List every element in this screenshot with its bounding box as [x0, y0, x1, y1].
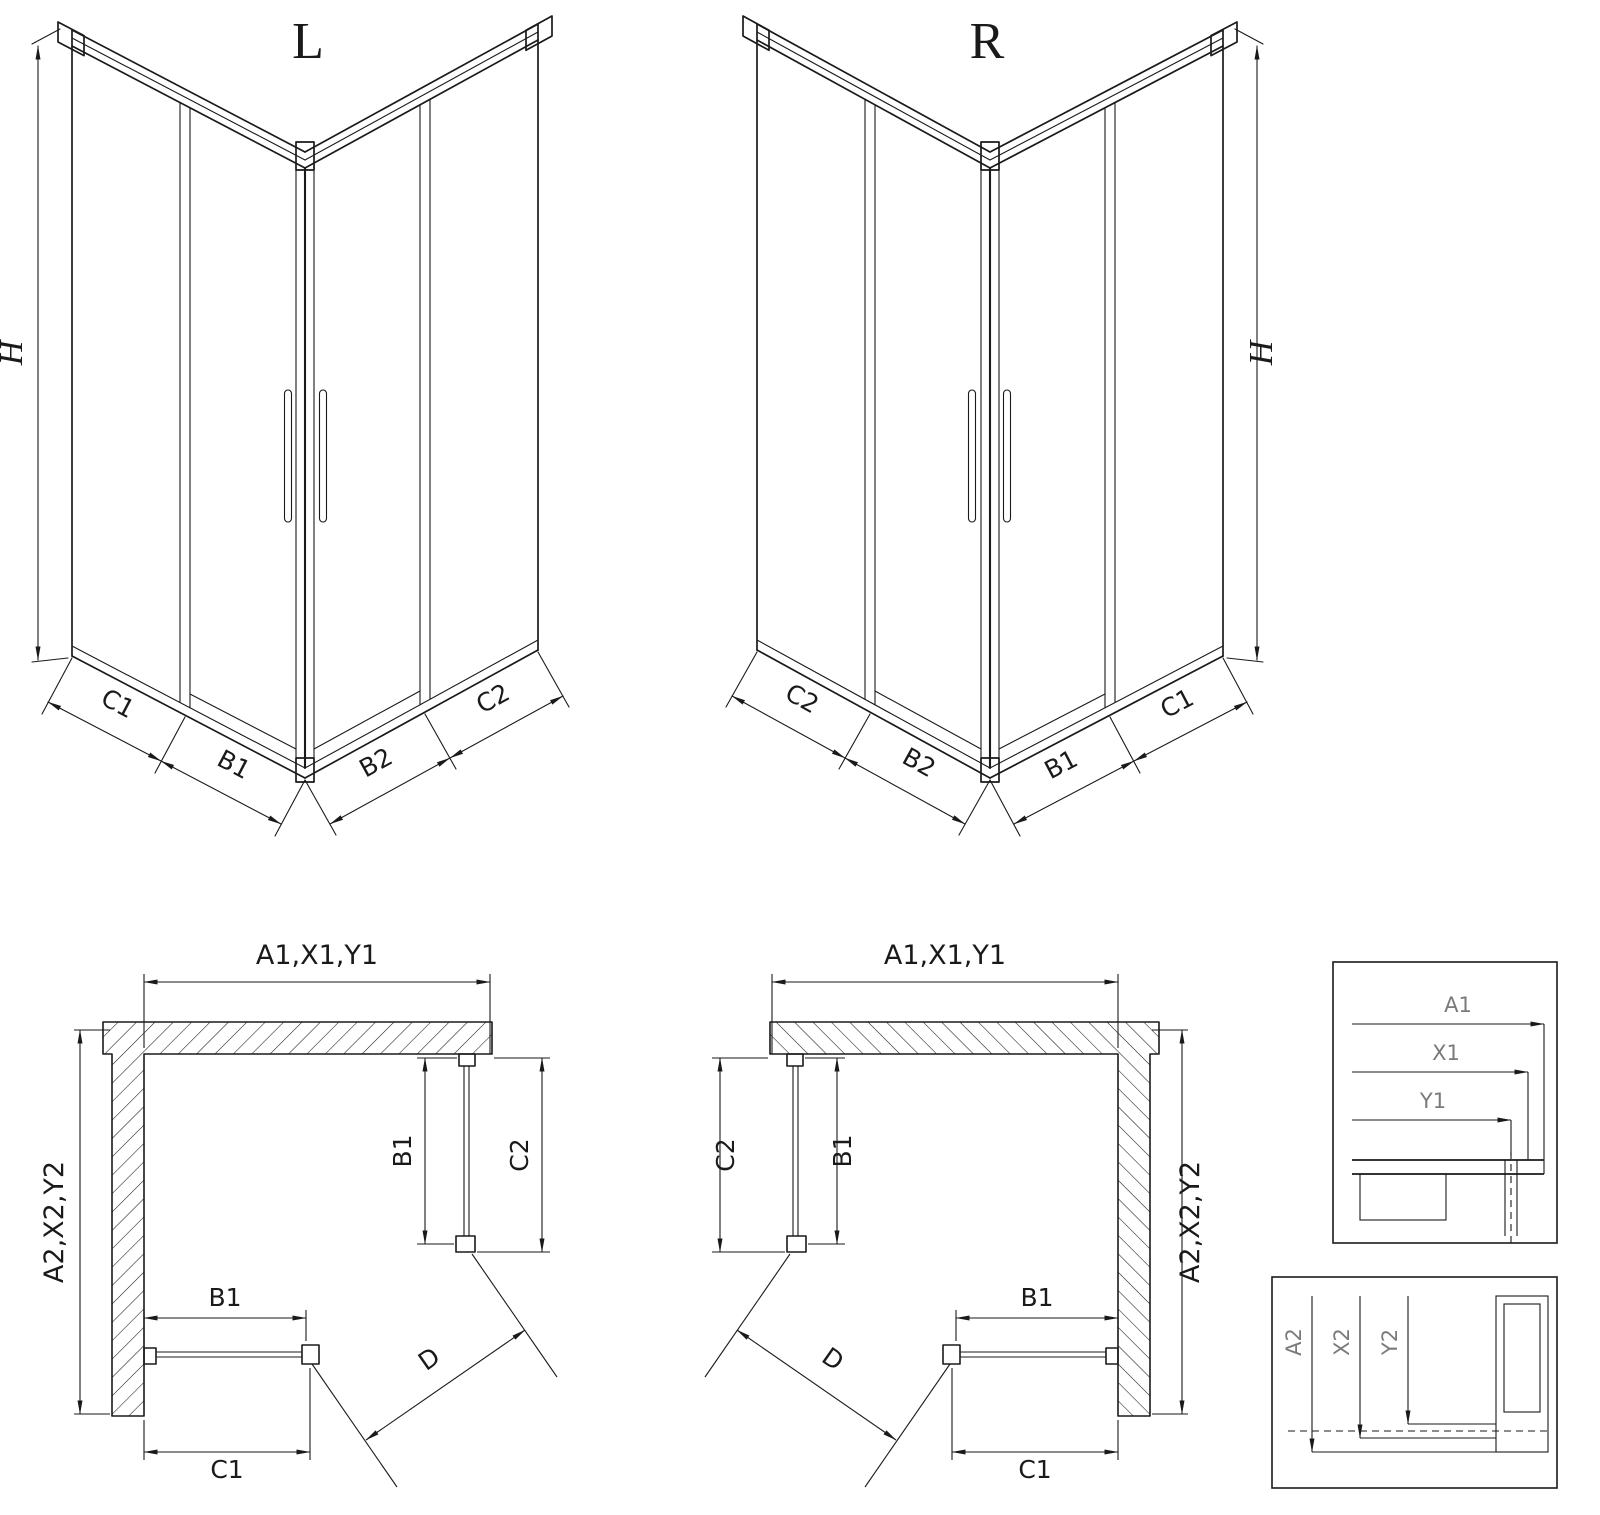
detail-label-a2: A2 — [1282, 1328, 1306, 1356]
dim-label-b1-left-iso: B1 — [213, 744, 256, 785]
detail-label-x1: X1 — [1432, 1041, 1460, 1065]
detail-label-y1: Y1 — [1419, 1089, 1446, 1113]
dim-label-height-left-iso: H — [0, 338, 30, 366]
detail-box-depth — [1271, 1276, 1558, 1489]
dim-label-c1-right-plan: C1 — [1018, 1455, 1051, 1484]
detail-label-x2: X2 — [1330, 1328, 1354, 1356]
dim-label-c2-left-plan: C2 — [505, 1138, 534, 1171]
plan-view-right — [705, 974, 1188, 1487]
plan-view-left — [74, 974, 557, 1487]
dim-label-height-right-iso: H — [1243, 338, 1280, 366]
dim-label-b1-front-right-plan: B1 — [1020, 1283, 1053, 1312]
dim-label-c1-left-plan: C1 — [210, 1455, 243, 1484]
dim-label-width-left-plan: A1,X1,Y1 — [256, 940, 378, 971]
dim-label-b1-right-iso: B1 — [1040, 744, 1083, 785]
variant-title-left: L — [292, 13, 324, 70]
dim-label-c1-left-iso: C1 — [96, 683, 139, 724]
dim-label-width-right-plan: A1,X1,Y1 — [884, 940, 1006, 971]
dim-label-d-left-plan: D — [413, 1342, 445, 1377]
dim-label-b1-front-left-plan: B1 — [208, 1283, 241, 1312]
dim-label-b1-side-left-plan: B1 — [388, 1134, 417, 1167]
dim-label-depth-right-plan: A2,X2,Y2 — [1175, 1161, 1206, 1283]
dim-label-c1-right-iso: C1 — [1156, 683, 1199, 724]
dim-label-c2-right-plan: C2 — [711, 1138, 740, 1171]
detail-label-y2: Y2 — [1378, 1329, 1402, 1356]
dim-label-depth-left-plan: A2,X2,Y2 — [39, 1161, 70, 1283]
variant-title-right: R — [970, 13, 1005, 70]
dim-label-b1-side-right-plan: B1 — [828, 1134, 857, 1167]
dim-label-d-right-plan: D — [817, 1342, 849, 1377]
labels: L H C1 B1 B2 C2 R H C2 B2 B1 C1 A1,X1,Y1… — [0, 13, 1472, 1484]
detail-label-a1: A1 — [1444, 993, 1472, 1017]
detail-box-width — [1332, 961, 1558, 1244]
